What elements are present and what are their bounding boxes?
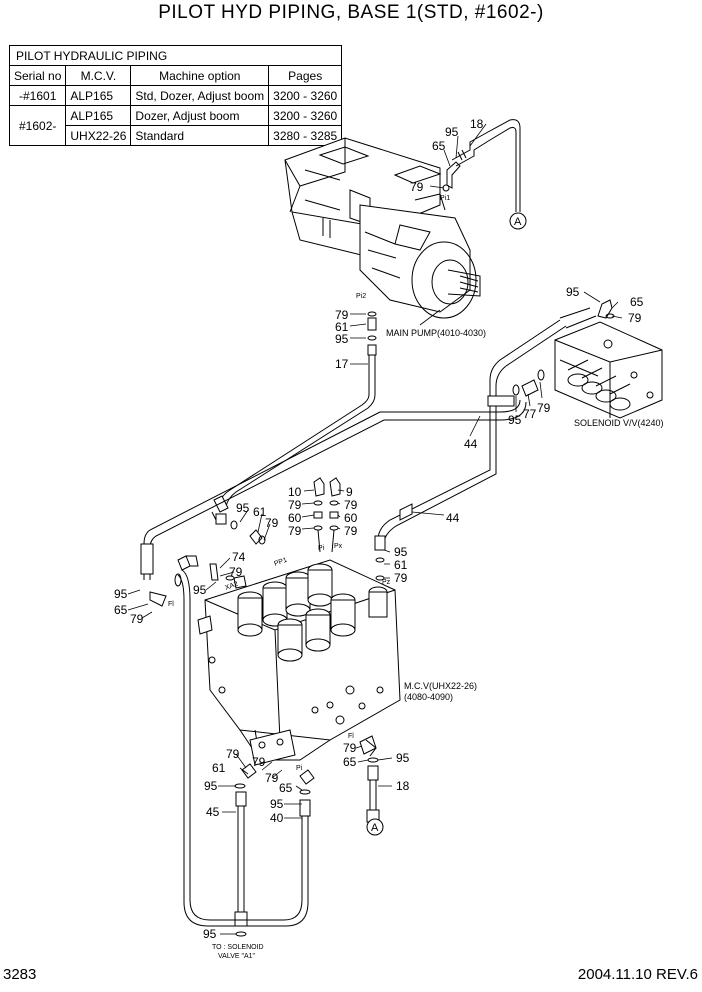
mcv-label: M.C.V(UHX22-26) bbox=[404, 681, 477, 691]
port-labels: Pi1 Pi2 PP1 Pi Px Pz XA2 Fl Fl Pi bbox=[168, 195, 450, 772]
connector-a-bottom bbox=[366, 818, 384, 836]
pump-pi2-hose bbox=[140, 311, 385, 580]
part-label-17: 17 bbox=[335, 357, 349, 371]
part-labels: 18 95 65 79 79 61 95 17 95 65 79 95 77 7… bbox=[114, 117, 644, 941]
part-label-10: 10 bbox=[288, 485, 302, 499]
cell-pages: 3280 - 3285 bbox=[268, 125, 343, 146]
part-label-44: 44 bbox=[446, 511, 460, 525]
port-label-pi2: Pi2 bbox=[356, 293, 366, 300]
port-label-pz: Pz bbox=[382, 579, 391, 586]
mcv-drawing bbox=[149, 555, 401, 766]
part-label-65: 65 bbox=[114, 603, 128, 617]
part-label-61: 61 bbox=[394, 558, 408, 572]
port-label-pp1: PP1 bbox=[273, 557, 288, 568]
part-label-79: 79 bbox=[335, 308, 349, 322]
port-label-pi: Pi bbox=[318, 545, 325, 552]
part-label-74: 74 bbox=[232, 550, 246, 564]
part-label-79: 79 bbox=[288, 524, 302, 538]
port-label-px: Px bbox=[334, 543, 343, 550]
mcv-spools bbox=[237, 563, 388, 662]
cell-option: Std, Dozer, Adjust boom bbox=[130, 85, 270, 106]
part-label-60: 60 bbox=[288, 511, 302, 525]
part-label-40: 40 bbox=[270, 811, 284, 825]
part-label-95: 95 bbox=[204, 779, 218, 793]
part-label-79: 79 bbox=[229, 565, 243, 579]
part-label-18: 18 bbox=[470, 117, 484, 131]
part-label-79: 79 bbox=[537, 401, 551, 415]
part-label-65: 65 bbox=[343, 755, 357, 769]
part-label-79: 79 bbox=[394, 571, 408, 585]
part-label-60: 60 bbox=[344, 511, 358, 525]
part-label-9: 9 bbox=[346, 485, 353, 499]
main-pump-drawing bbox=[284, 137, 481, 319]
part-label-95: 95 bbox=[236, 501, 250, 515]
cell-option: Standard bbox=[130, 125, 270, 146]
part-label-77: 77 bbox=[523, 407, 537, 421]
cell-mcv: UHX22-26 bbox=[65, 125, 132, 146]
part-label-79: 79 bbox=[628, 311, 642, 325]
part-label-95: 95 bbox=[508, 413, 522, 427]
part-label-95: 95 bbox=[445, 125, 459, 139]
port-label-pi1: Pi1 bbox=[440, 195, 450, 202]
cell-pages: 3200 - 3260 bbox=[268, 85, 343, 106]
part-label-95: 95 bbox=[193, 583, 207, 597]
to-solenoid-label: TO : SOLENOID bbox=[212, 944, 264, 951]
part-label-95: 95 bbox=[203, 927, 217, 941]
part-label-65: 65 bbox=[279, 781, 293, 795]
part-label-95: 95 bbox=[566, 285, 580, 299]
leader-lines bbox=[127, 123, 623, 935]
part-label-95: 95 bbox=[114, 587, 128, 601]
hose-44 bbox=[374, 307, 597, 551]
connector-label-a: A bbox=[514, 216, 522, 228]
mcv-lower-hoses bbox=[174, 555, 380, 937]
part-label-65: 65 bbox=[630, 295, 644, 309]
page-title: PILOT HYD PIPING, BASE 1(STD, #1602-) bbox=[158, 2, 544, 23]
part-label-61: 61 bbox=[212, 761, 226, 775]
cell-serial: -#1601 bbox=[8, 85, 67, 106]
component-labels: MAIN PUMP(4010-4030) SOLENOID V/V(4240) … bbox=[212, 328, 664, 960]
revision-date: 2004.11.10 REV.6 bbox=[577, 966, 698, 983]
part-label-79: 79 bbox=[288, 498, 302, 512]
main-pump-label: MAIN PUMP(4010-4030) bbox=[386, 328, 486, 338]
part-label-45: 45 bbox=[206, 805, 220, 819]
port-label-pi: Pi bbox=[296, 765, 303, 772]
part-label-79: 79 bbox=[344, 524, 358, 538]
col-header-serial: Serial no bbox=[8, 65, 67, 86]
piping-table: PILOT HYDRAULIC PIPING Serial no M.C.V. … bbox=[8, 45, 343, 146]
part-label-79: 79 bbox=[343, 741, 357, 755]
mcv-pages-label: (4080-4090) bbox=[404, 692, 453, 702]
part-label-79: 79 bbox=[130, 612, 144, 626]
part-label-79: 79 bbox=[252, 755, 266, 769]
port-label-fl: Fl bbox=[348, 733, 354, 740]
part-label-44: 44 bbox=[464, 437, 478, 451]
part-label-79: 79 bbox=[344, 498, 358, 512]
part-label-65: 65 bbox=[432, 139, 446, 153]
port-label-xa2: XA2 bbox=[224, 581, 239, 592]
connector-a-top bbox=[509, 212, 527, 230]
part-label-79: 79 bbox=[265, 516, 279, 530]
part-label-95: 95 bbox=[335, 332, 349, 346]
solenoid-valve-drawing bbox=[512, 299, 663, 419]
part-label-61: 61 bbox=[253, 505, 267, 519]
part-label-95: 95 bbox=[394, 545, 408, 559]
cell-option: Dozer, Adjust boom bbox=[130, 105, 270, 126]
connector-label-a: A bbox=[371, 822, 379, 834]
part-label-95: 95 bbox=[396, 751, 410, 765]
part-label-79: 79 bbox=[226, 747, 240, 761]
pump-pi1-hose bbox=[442, 119, 521, 212]
solenoid-valve-label: SOLENOID V/V(4240) bbox=[574, 418, 664, 428]
part-label-95: 95 bbox=[270, 797, 284, 811]
port-label-fl: Fl bbox=[168, 601, 174, 608]
table-row: UHX22-26 Standard 3280 - 3285 bbox=[10, 125, 343, 146]
part-label-18: 18 bbox=[396, 779, 410, 793]
part-label-79: 79 bbox=[265, 771, 279, 785]
table-header-row: Serial no M.C.V. Machine option Pages bbox=[8, 65, 343, 86]
cell-serial: #1602- bbox=[8, 105, 67, 146]
part-label-79: 79 bbox=[410, 180, 424, 194]
page-number: 3283 bbox=[3, 966, 37, 983]
to-solenoid-valve-label: VALVE "A1" bbox=[218, 953, 256, 960]
part-label-61: 61 bbox=[335, 320, 349, 334]
